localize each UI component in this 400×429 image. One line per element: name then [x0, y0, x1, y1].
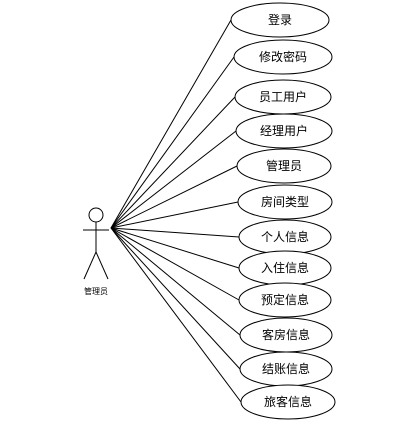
association-line-change-password	[110, 56, 235, 229]
use-case-ellipse	[230, 2, 330, 38]
use-case-guestroom-info: 客房信息	[239, 317, 333, 353]
association-line-staff-user	[110, 96, 236, 229]
association-line-room-type	[110, 201, 239, 229]
use-case-staff-user: 员工用户	[234, 79, 332, 115]
use-case-label: 登录	[268, 12, 292, 27]
association-line-reservation-info	[110, 227, 240, 301]
use-case-ellipse	[233, 39, 333, 75]
use-case-label: 个人信息	[261, 229, 309, 244]
stick-figure-actor-icon	[83, 207, 109, 280]
use-case-label: 管理员	[266, 158, 302, 173]
use-case-label: 房间类型	[261, 194, 309, 209]
use-case-ellipse	[236, 148, 332, 184]
use-case-checkout-info: 结账信息	[239, 351, 333, 387]
use-case-label: 旅客信息	[264, 394, 312, 409]
use-case-ellipse	[240, 384, 336, 420]
association-line-checkout-info	[110, 227, 241, 370]
use-case-label: 入住信息	[261, 260, 309, 275]
association-lines	[110, 19, 242, 403]
association-line-traveler-info	[110, 227, 242, 403]
use-case-room-type: 房间类型	[237, 184, 333, 220]
use-case-label: 结账信息	[262, 361, 310, 376]
association-line-manager-user	[110, 130, 237, 229]
use-case-label: 经理用户	[260, 123, 308, 138]
use-case-change-password: 修改密码	[233, 39, 333, 75]
use-case-label: 客房信息	[262, 327, 310, 342]
use-case-checkin-info: 入住信息	[238, 250, 332, 286]
use-case-ellipse	[237, 184, 333, 220]
association-line-guestroom-info	[110, 227, 241, 336]
use-cases: 登录修改密码员工用户经理用户管理员房间类型个人信息入住信息预定信息客房信息结账信…	[230, 2, 336, 420]
actor-head	[88, 207, 104, 223]
actor-label: 管理员	[84, 286, 108, 296]
actor-left-leg	[83, 251, 97, 280]
use-case-traveler-info: 旅客信息	[240, 384, 336, 420]
association-line-checkin-info	[110, 227, 240, 269]
use-case-personal-info: 个人信息	[238, 219, 332, 255]
actor-right-leg	[95, 251, 109, 280]
actor: 管理员	[83, 207, 109, 296]
association-line-login	[110, 19, 232, 229]
use-case-label: 预定信息	[261, 292, 309, 307]
use-case-label: 修改密码	[259, 49, 307, 64]
use-case-administrator: 管理员	[236, 148, 332, 184]
use-case-label: 员工用户	[259, 89, 307, 104]
use-case-manager-user: 经理用户	[235, 113, 333, 149]
use-case-login: 登录	[230, 2, 330, 38]
use-case-reservation-info: 预定信息	[238, 282, 332, 318]
use-case-ellipse	[238, 282, 332, 318]
use-case-ellipse	[235, 113, 333, 149]
association-line-administrator	[110, 165, 238, 229]
association-line-personal-info	[110, 227, 240, 238]
